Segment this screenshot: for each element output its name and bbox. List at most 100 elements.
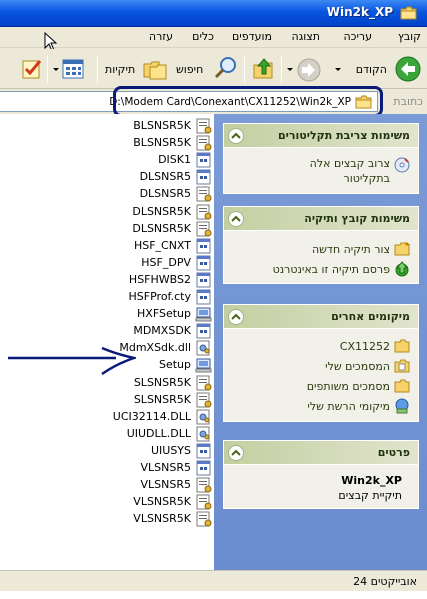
forward-dropdown-icon[interactable] [287,68,293,71]
chevron-up-icon[interactable] [228,309,244,325]
file-item[interactable]: DISK1 [102,152,212,169]
file-name: HSF_CNXT [133,238,191,252]
settings-file-icon [196,186,212,202]
title-bar[interactable]: Win2k_XP [0,0,427,27]
file-name: BLSNSR5K [133,136,191,150]
file-item[interactable]: DLSNSR5K [102,221,212,238]
panel-header[interactable]: משימות קובץ ותיקיה [224,207,418,231]
file-item[interactable]: DLSNSR5 [102,169,212,186]
file-item[interactable]: UCI32114.DLL [102,409,212,426]
menu-edit[interactable]: עריכה [343,30,372,43]
folders-label: תיקיות [105,63,136,76]
panel-header[interactable]: פרטים [224,441,418,465]
chevron-up-icon[interactable] [228,128,244,144]
dll-file-icon [196,409,210,425]
back-label: הקודם [355,63,387,76]
settings-file-icon [196,494,212,510]
file-name: Setup [158,358,191,372]
folders-button[interactable]: תיקיות [103,54,169,84]
file-item[interactable]: DLSNSR5 [102,186,212,203]
file-item[interactable]: HSF_DPV [102,255,212,272]
file-item[interactable]: UIUSYS [102,443,212,460]
chevron-up-icon[interactable] [228,445,244,461]
folder-icon [394,339,410,353]
back-button[interactable]: הקודם [333,54,421,84]
file-name: VLSNSR5K [133,495,191,509]
file-name: DLSNSR5 [139,170,191,184]
folders-icon [143,61,167,80]
folder-icon [400,6,417,20]
shared-folder-icon [394,379,410,393]
address-path: D:\Modem Card\Conexant\CX11252\Win2k_XP [109,96,351,108]
file-item[interactable]: VLSNSR5K [102,511,212,528]
search-button[interactable]: חיפוש [172,54,240,84]
file-item[interactable]: BLSNSR5K [102,135,212,152]
application-icon [195,358,212,373]
task-label: המסמכים שלי [325,360,390,373]
file-item[interactable]: HXFSetup [102,306,212,323]
cd-writing-tasks-panel: משימות צריבת תקליטורים צרוב קבצים אלה בת… [223,123,419,194]
chevron-up-icon[interactable] [228,211,244,227]
settings-file-icon [196,477,212,493]
dll-file-icon [196,340,210,356]
window-title: Win2k_XP [326,5,393,19]
settings-file-icon [196,135,212,151]
task-label: צור תיקיה חדשה [311,243,390,256]
file-item[interactable]: HSFProf.cty [102,289,212,306]
file-item[interactable]: Setup [102,357,212,374]
system-file-icon [196,323,211,339]
file-item[interactable]: SLSNSR5K [102,392,212,409]
views-icon[interactable] [62,59,84,79]
panel-header[interactable]: מיקומים אחרים [224,305,418,329]
menu-view[interactable]: תצוגה [291,30,320,43]
file-item[interactable]: MdmXSdk.dll [102,340,212,357]
file-name: HSFProf.cty [128,290,191,303]
menu-file[interactable]: קובץ [397,30,421,43]
checklist-icon[interactable] [20,58,44,80]
menu-favorites[interactable]: מועדפים [232,30,272,43]
task-label: בתקליטור [343,172,390,185]
system-file-icon [196,272,211,288]
file-name: UIUDLL.DLL [126,426,191,440]
details-name: Win2k_XP [341,474,402,487]
menu-tools[interactable]: כלים [192,30,214,43]
panel-header[interactable]: משימות צריבת תקליטורים [224,124,418,148]
file-item[interactable]: BLSNSR5K [102,118,212,135]
back-dropdown-icon[interactable] [335,68,341,71]
cd-burn-icon [394,157,410,173]
file-item[interactable]: MDMXSDK [102,323,212,340]
file-item[interactable]: VLSNSR5 [102,460,212,477]
file-item[interactable]: UIUDLL.DLL [102,426,212,443]
task-label: מיקומי הרשת שלי [307,400,390,413]
file-folder-tasks-panel: משימות קובץ ותיקיה צור תיקיה חדשה פרסם ת… [223,206,419,284]
address-label: כתובת [393,95,423,108]
forward-arrow-icon[interactable] [297,58,321,82]
folder-icon [355,95,372,109]
system-file-icon [196,289,211,305]
task-pane: משימות צריבת תקליטורים צרוב קבצים אלה בת… [214,114,427,570]
file-name: SLSNSR5K [133,375,191,389]
file-item[interactable]: HSFHWBS2 [102,272,212,289]
my-documents-icon [394,359,410,373]
address-input[interactable]: D:\Modem Card\Conexant\CX11252\Win2k_XP [0,91,378,112]
file-item[interactable]: DLSNSR5K [102,204,212,221]
file-item[interactable]: VLSNSR5 [102,477,212,494]
panel-title: פרטים [377,446,410,459]
search-label: חיפוש [176,63,204,76]
file-name: DLSNSR5K [132,204,191,218]
system-file-icon [196,443,211,459]
network-places-icon [395,398,409,414]
file-name: VLSNSR5 [140,461,192,474]
file-name: DISK1 [158,153,191,167]
views-dropdown-icon[interactable] [53,68,59,71]
file-item[interactable]: SLSNSR5K [102,375,212,392]
menu-help[interactable]: עזרה [148,30,173,43]
up-folder-icon[interactable] [252,57,276,81]
file-item[interactable]: VLSNSR5K [102,494,212,511]
menu-bar: קובץ עריכה תצוגה מועדפים כלים עזרה [0,27,427,52]
file-item[interactable]: HSF_CNXT [102,238,212,255]
settings-file-icon [196,511,212,527]
file-name: MdmXSdk.dll [119,341,191,355]
